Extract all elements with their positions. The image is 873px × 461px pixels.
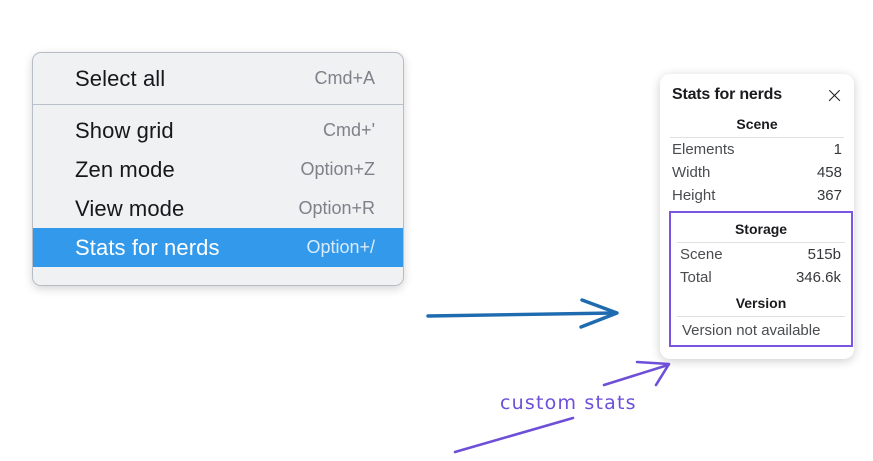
stat-value: 515b [807, 246, 841, 263]
menu-item-zen-mode[interactable]: Zen mode Option+Z [33, 150, 403, 189]
menu-item-label: Select all [75, 65, 166, 91]
menu-item-shortcut: Option+R [298, 198, 375, 218]
purple-underline-stroke [453, 416, 575, 454]
version-value: Version not available [682, 322, 821, 339]
menu-item-select-all[interactable]: Select all Cmd+A [33, 59, 403, 98]
menu-item-shortcut: Option+Z [300, 159, 375, 179]
menu-item-label: Show grid [75, 117, 174, 143]
menu-item-label: View mode [75, 195, 185, 221]
divider [677, 316, 845, 317]
stats-for-nerds-panel: Stats for nerds Scene Elements 1 Width 4… [660, 74, 854, 359]
divider [670, 137, 844, 138]
stat-label: Height [672, 187, 716, 204]
stat-value: 458 [816, 164, 842, 181]
menu-item-shortcut: Cmd+A [314, 68, 375, 88]
menu-item-show-grid[interactable]: Show grid Cmd+' [33, 111, 403, 150]
menu-item-stats-for-nerds[interactable]: Stats for nerds Option+/ [33, 228, 403, 267]
storage-section-heading: Storage [734, 221, 788, 237]
stat-value: 367 [816, 187, 842, 204]
blue-arrow-menu-to-panel [426, 298, 619, 329]
menu-item-label: Stats for nerds [75, 234, 220, 260]
stats-panel-header: Stats for nerds [660, 84, 854, 110]
custom-stats-highlight-box: Storage Scene 515b Total 346.6k Version … [669, 211, 853, 347]
menu-section-2: Show grid Cmd+' Zen mode Option+Z View m… [33, 105, 403, 285]
custom-stats-annotation-label: custom stats [500, 392, 637, 414]
stat-label: Total [680, 269, 712, 286]
stat-row-storage-scene: Scene 515b [671, 243, 851, 266]
stats-panel-title: Stats for nerds [672, 86, 782, 103]
stat-row-width: Width 458 [660, 161, 854, 184]
menu-item-shortcut: Cmd+' [323, 120, 375, 140]
stat-row-storage-total: Total 346.6k [671, 266, 851, 289]
menu-bottom-padding [33, 267, 403, 285]
scene-section-heading: Scene [736, 116, 778, 132]
stat-label: Width [672, 164, 711, 181]
stat-row-elements: Elements 1 [660, 138, 854, 161]
divider [677, 242, 845, 243]
stat-label: Elements [672, 141, 735, 158]
menu-section-1: Select all Cmd+A [33, 53, 403, 105]
purple-arrow-to-highlight-box [602, 360, 671, 387]
close-icon[interactable] [827, 88, 842, 103]
menu-item-shortcut: Option+/ [306, 237, 375, 257]
menu-item-label: Zen mode [75, 156, 175, 182]
stat-label: Scene [680, 246, 723, 263]
stat-row-height: Height 367 [660, 184, 854, 207]
stat-value: 346.6k [795, 269, 841, 286]
menu-item-view-mode[interactable]: View mode Option+R [33, 189, 403, 228]
context-menu[interactable]: Select all Cmd+A Show grid Cmd+' Zen mod… [32, 52, 404, 286]
version-section-heading: Version [735, 295, 787, 311]
stat-value: 1 [833, 141, 842, 158]
